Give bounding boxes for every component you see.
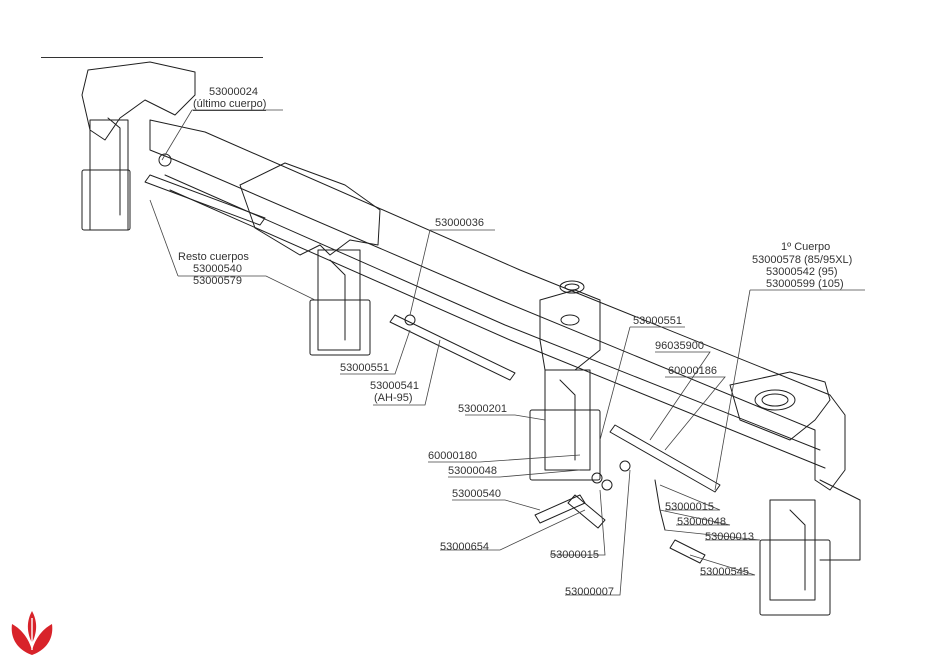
mount-ring-large [755,390,795,410]
bracket-left-body [82,170,130,230]
part-53000654 [568,495,605,528]
label-resto-cuerpos: Resto cuerpos [178,251,249,263]
label-1-cuerpo: 1º Cuerpo [781,241,830,253]
label-53000036: 53000036 [435,217,484,229]
label-60000186: 60000186 [668,365,717,377]
bracket-mid-plate [240,163,380,255]
main-beam [150,120,845,490]
label-53000048-a: 53000048 [448,465,497,477]
label-53000599: 53000599 (105) [766,278,844,290]
red-leaf-logo-icon [6,606,58,658]
part-hose [655,480,665,530]
label-53000013: 53000013 [705,531,754,543]
bracket-left-plate [82,62,195,140]
label-53000007: 53000007 [565,586,614,598]
label-60000180: 60000180 [428,450,477,462]
label-53000579: 53000579 [193,275,242,287]
label-ah95: (AH-95) [374,392,413,404]
shaft-right [610,425,720,492]
label-53000541: 53000541 [370,380,419,392]
label-53000551-b: 53000551 [633,315,682,327]
label-53000540-a: 53000540 [193,263,242,275]
label-53000048-b: 53000048 [677,516,726,528]
label-53000545: 53000545 [700,566,749,578]
shaft-left [145,175,265,225]
label-53000201: 53000201 [458,403,507,415]
label-53000024: 53000024 [209,86,258,98]
label-53000551-a: 53000551 [340,362,389,374]
part-53000545 [670,540,705,563]
label-96035900: 96035900 [655,340,704,352]
label-53000578: 53000578 (85/95XL) [752,254,852,266]
label-53000542: 53000542 (95) [766,266,838,278]
part-nut-b [602,480,612,490]
part-53000540 [535,495,585,523]
label-53000015-b: 53000015 [550,549,599,561]
main-beam-bottom-edge [170,190,825,468]
label-53000654: 53000654 [440,541,489,553]
bracket-center-plate [540,290,600,370]
label-53000015-a: 53000015 [665,501,714,513]
part-ring [620,461,630,471]
label-53000540-b: 53000540 [452,488,501,500]
bracket-mid-body [310,300,370,355]
label-ultimo-cuerpo: (último cuerpo) [193,98,266,111]
